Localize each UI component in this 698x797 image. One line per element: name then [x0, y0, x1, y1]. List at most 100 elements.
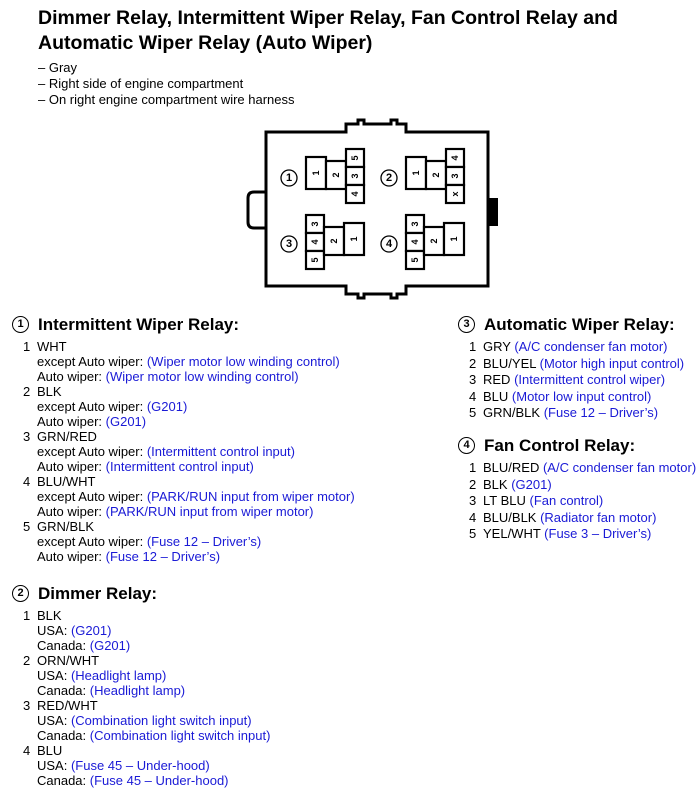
section-title: Fan Control Relay: [484, 436, 636, 455]
circuit-description: (G201) [146, 399, 188, 414]
circuit-description: (Intermittent control wiper) [514, 372, 666, 387]
pin-line: BLK (G201) [483, 477, 552, 492]
pin-number: 3 [23, 429, 31, 444]
pin-variant-line: except Auto wiper: (Fuse 12 – Driver’s) [37, 534, 261, 549]
wire-color: BLU/WHT [37, 474, 96, 489]
variant-label: Canada: [37, 728, 90, 743]
pin-number: 3 [23, 698, 31, 713]
relay-pin [404, 249, 426, 271]
pin-body: YEL/WHT (Fuse 3 – Driver’s) [483, 526, 651, 541]
pin-line: BLU/BLK (Radiator fan motor) [483, 510, 656, 525]
pin-label: 3 [310, 221, 320, 226]
variant-label: USA: [37, 623, 71, 638]
pin-label: 2 [331, 172, 341, 177]
pin-body: GRY (A/C condenser fan motor) [483, 339, 668, 354]
section-title: Dimmer Relay: [38, 584, 158, 603]
pin-variant-line: Auto wiper: (Wiper motor low winding con… [37, 369, 340, 384]
wire-color: BLU [37, 743, 63, 758]
variant-label: except Auto wiper: [37, 444, 147, 459]
pin-body: BLU (Motor low input control) [483, 389, 651, 404]
circuit-description: (Fuse 12 – Driver’s) [146, 534, 262, 549]
pin-label: 3 [410, 221, 420, 226]
pin-variant-line: except Auto wiper: (PARK/RUN input from … [37, 489, 355, 504]
pin-number: 5 [469, 405, 477, 420]
wire-color: GRN/BLK [37, 519, 95, 534]
pin-label: 5 [410, 257, 420, 262]
variant-label: Canada: [37, 683, 90, 698]
variant-label: Auto wiper: [37, 504, 106, 519]
relay-number: 2 [386, 172, 392, 184]
wire-color: BLK [483, 476, 512, 492]
circuit-description: (Combination light switch input) [89, 728, 271, 743]
wire-color: ORN/WHT [37, 653, 100, 668]
pin-label: 3 [350, 173, 360, 178]
variant-label: Auto wiper: [37, 369, 106, 384]
circuit-description: (Intermittent control input) [146, 444, 295, 459]
wire-color: BLU/BLK [483, 509, 541, 525]
pin-number: 4 [23, 474, 31, 489]
wire-color: BLU [483, 388, 512, 404]
variant-label: except Auto wiper: [37, 489, 147, 504]
circuit-description: (G201) [70, 623, 112, 638]
pin-number: 2 [23, 653, 31, 668]
pin-number: 4 [469, 388, 477, 404]
pin-variant-line: Canada: (G201) [37, 638, 130, 653]
circuit-description: (Headlight lamp) [89, 683, 186, 698]
variant-label: except Auto wiper: [37, 354, 147, 369]
pin-label: 4 [310, 239, 320, 244]
wire-color: BLK [37, 608, 62, 623]
pin-label: 5 [310, 257, 320, 262]
pin-entry: 4 BLU (Motor low input control) [458, 389, 684, 404]
relay-number: 1 [286, 172, 292, 184]
pin-label: 2 [329, 238, 339, 243]
pin-label: 4 [410, 239, 420, 244]
relay-pin [304, 249, 326, 271]
wire-color: RED [483, 372, 515, 387]
variant-label: USA: [37, 758, 71, 773]
pin-line: GRN/BLK (Fuse 12 – Driver’s) [483, 405, 658, 420]
circuit-description: (G201) [105, 414, 147, 429]
pin-body: LT BLU (Fan control) [483, 493, 603, 508]
wire-color: BLK [37, 384, 62, 399]
pin-variant-line: Canada: (Headlight lamp) [37, 683, 185, 698]
relay-pin [442, 221, 466, 257]
relay-pin [342, 221, 366, 257]
pin-label: 1 [311, 170, 321, 175]
variant-label: USA: [37, 668, 71, 683]
circuit-description: (G201) [511, 476, 552, 492]
pin-label: 4 [450, 155, 460, 160]
pin-body: BLK (G201) [483, 477, 552, 492]
pin-variant-line: Auto wiper: (Intermittent control input) [37, 459, 295, 474]
pin-body: BLU/YEL (Motor high input control) [483, 356, 684, 371]
pin-number: 5 [469, 526, 477, 541]
circuit-description: (Fuse 45 – Under-hood) [70, 758, 210, 773]
circuit-description: (Wiper motor low winding control) [146, 354, 340, 369]
pin-variant-line: except Auto wiper: (Intermittent control… [37, 444, 295, 459]
pin-entry: 2 BLU/YEL (Motor high input control) [458, 356, 684, 371]
variant-label: except Auto wiper: [37, 534, 147, 549]
circuit-description: (A/C condenser fan motor) [514, 339, 668, 354]
variant-label: Canada: [37, 773, 90, 788]
relay-number-circle [380, 235, 398, 253]
pin-variant-line: USA: (Combination light switch input) [37, 713, 270, 728]
relay-number: 3 [286, 238, 292, 250]
relay-box-right-tab [488, 198, 498, 226]
pin-number: 2 [469, 355, 477, 371]
page-title: Dimmer Relay, Intermittent Wiper Relay, … [38, 7, 618, 54]
wire-color: GRY [483, 339, 515, 354]
pin-body: BLU/BLK (Radiator fan motor) [483, 510, 656, 525]
